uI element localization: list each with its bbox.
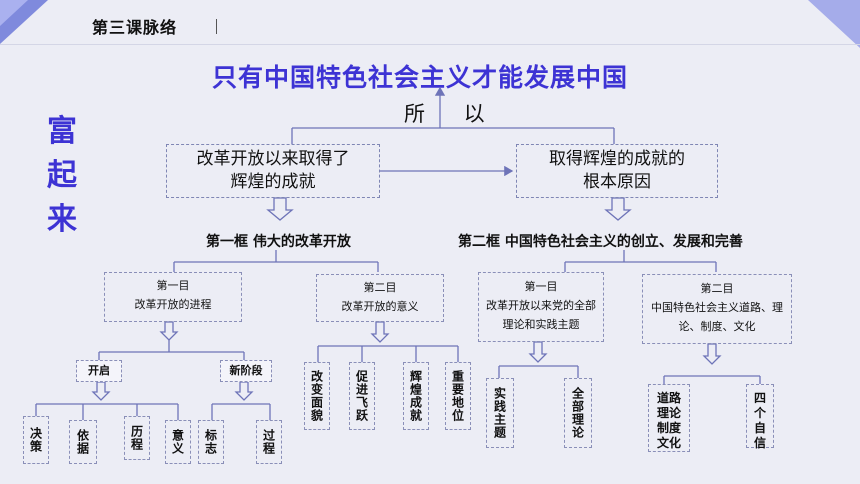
header-divider (0, 44, 860, 45)
leaf-change: 改变面貌 (304, 362, 330, 430)
root-cause-box: 取得辉煌的成就的 根本原因 (516, 144, 718, 198)
mu3-box: 第一目 改革开放以来党的全部理论和实践主题 (478, 272, 604, 342)
road-text: 道路理论制度文化 (656, 391, 681, 450)
leaf-brilliant: 辉煌成就 (403, 362, 429, 430)
leaf-road-theory-system-culture: 道路理论制度文化 (648, 384, 690, 452)
connector-label: 所 以 (404, 102, 501, 126)
leaf-four-confidences: 四个自信 (746, 384, 774, 450)
root-cause-line1: 取得辉煌的成就的 (549, 149, 685, 169)
lesson-title-bar (216, 19, 217, 34)
lesson-title: 第三课脉络 (92, 18, 178, 37)
leaf-meaning: 意义 (165, 420, 191, 464)
mu4-body: 中国特色社会主义道路、理论、制度、文化 (651, 301, 783, 333)
mu4-head: 第二目 (700, 282, 734, 295)
mu2-head: 第二目 (363, 281, 397, 294)
mu1-head: 第一目 (156, 279, 190, 292)
achievement-line2: 辉煌的成就 (230, 172, 316, 192)
corner-decoration-right (808, 0, 860, 48)
main-title: 只有中国特色社会主义才能发展中国 (212, 63, 629, 92)
leaf-course: 历程 (124, 416, 150, 460)
mu3-body: 改革开放以来党的全部理论和实践主题 (486, 299, 596, 331)
side-label: 富起来 (47, 114, 77, 237)
mu4-box: 第二目 中国特色社会主义道路、理论、制度、文化 (642, 274, 792, 344)
corner-decoration-left-inner (0, 0, 28, 26)
leaf-promote: 促进飞跃 (349, 362, 375, 430)
leaf-theory-theme: 全部理论 (564, 378, 592, 448)
stage-new-tag: 新阶段 (220, 360, 272, 382)
leaf-marker: 标志 (198, 420, 224, 464)
leaf-decision: 决策 (23, 416, 49, 464)
leaf-process: 过程 (256, 420, 282, 464)
stage-start-tag: 开启 (76, 360, 122, 382)
mu2-box: 第二目 改革开放的意义 (316, 274, 444, 322)
frame2-title: 第二框 中国特色社会主义的创立、发展和完善 (458, 234, 743, 250)
leaf-practice-theme: 实践主题 (486, 378, 514, 448)
achievement-box: 改革开放以来取得了 辉煌的成就 (166, 144, 380, 198)
mu1-box: 第一目 改革开放的进程 (104, 272, 242, 322)
mu3-head: 第一目 (524, 280, 558, 293)
achievement-line1: 改革开放以来取得了 (196, 149, 350, 169)
mu2-body: 改革开放的意义 (341, 300, 419, 313)
leaf-status: 重要地位 (445, 362, 471, 430)
frame1-title: 第一框 伟大的改革开放 (206, 234, 351, 250)
mu1-body: 改革开放的进程 (134, 298, 212, 311)
root-cause-line2: 根本原因 (583, 172, 651, 192)
four-text: 四个自信 (753, 391, 766, 450)
leaf-basis: 依据 (69, 420, 97, 464)
